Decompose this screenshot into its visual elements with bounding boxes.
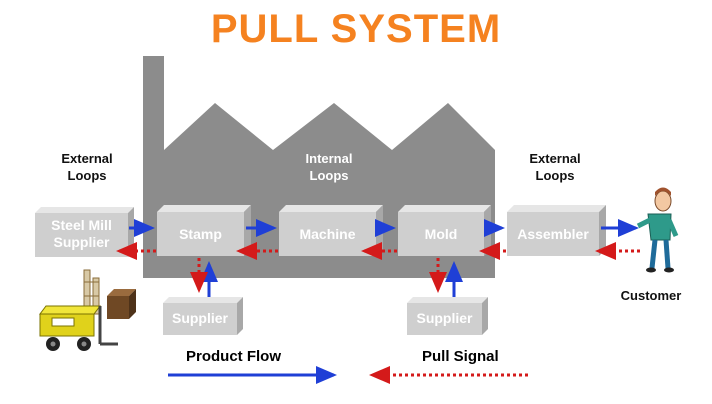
product-flow-arrows (129, 219, 639, 297)
forklift-icon (39, 269, 118, 351)
machine-label: Machine (299, 226, 356, 242)
customer-figure-icon (636, 187, 679, 273)
assembler-label: Assembler (517, 226, 589, 242)
box-steel-mill (35, 207, 134, 257)
diagram-title: PULL SYSTEM (210, 7, 502, 51)
box-machine (279, 205, 383, 256)
box-icon (107, 289, 136, 319)
supplier-right-label: Supplier (416, 310, 473, 326)
box-assembler (507, 205, 606, 256)
legend-product-flow: Product Flow (186, 348, 281, 365)
box-supplier-left (163, 297, 243, 335)
stamp-label: Stamp (179, 226, 222, 242)
mold-label: Mold (424, 226, 458, 242)
pull-signal-arrows (116, 242, 640, 293)
supplier-left-label: Supplier (171, 310, 228, 326)
customer-label: Customer (620, 288, 682, 303)
legend-pull-signal: Pull Signal (422, 348, 499, 365)
box-supplier-right (407, 297, 488, 335)
